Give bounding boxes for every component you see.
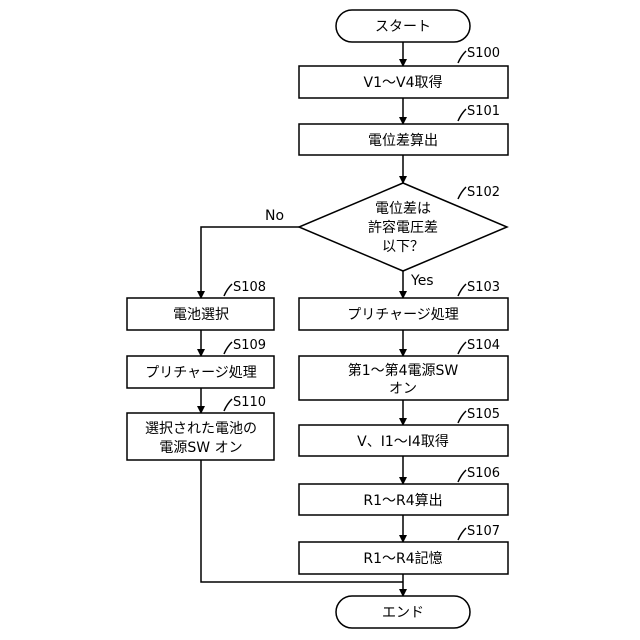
step-id-s103-text: S103 bbox=[467, 280, 500, 295]
step-s110: 選択された電池の 電源SW オン bbox=[127, 413, 274, 460]
decision-yes-label: Yes bbox=[410, 273, 434, 289]
step-id-s102-text: S102 bbox=[467, 185, 500, 200]
step-id-s103: S103 bbox=[458, 280, 500, 296]
end-terminal: エンド bbox=[336, 596, 470, 628]
step-id-s105: S105 bbox=[458, 407, 500, 423]
step-s105-label: V、I1～I4取得 bbox=[357, 433, 449, 450]
start-label: スタート bbox=[375, 19, 431, 35]
step-s107: R1～R4記憶 bbox=[299, 542, 508, 574]
step-s104: 第1～第4電源SW オン bbox=[299, 356, 508, 400]
step-s100: V1～V4取得 bbox=[299, 66, 508, 98]
step-id-s104: S104 bbox=[458, 338, 500, 354]
step-id-s107: S107 bbox=[458, 524, 500, 540]
step-id-s104-text: S104 bbox=[467, 338, 500, 353]
decision-no-label: No bbox=[265, 208, 284, 224]
step-id-s110: S110 bbox=[224, 395, 266, 411]
step-s110-line-1: 選択された電池の bbox=[145, 421, 257, 437]
step-id-s110-text: S110 bbox=[233, 395, 266, 410]
step-s100-label: V1～V4取得 bbox=[364, 74, 443, 91]
step-id-s106-text: S106 bbox=[467, 466, 500, 481]
step-id-s100: S100 bbox=[458, 46, 500, 63]
step-s105: V、I1～I4取得 bbox=[299, 425, 508, 456]
step-s106: R1～R4算出 bbox=[299, 484, 508, 515]
decision-line-3: 以下？ bbox=[382, 239, 424, 255]
step-id-s109-text: S109 bbox=[233, 338, 266, 353]
step-s110-line-2: 電源SW オン bbox=[159, 440, 242, 456]
step-s104-line-2: オン bbox=[389, 381, 417, 397]
step-s101-label: 電位差算出 bbox=[368, 133, 438, 149]
step-s103-label: プリチャージ処理 bbox=[347, 307, 459, 323]
step-s107-label: R1～R4記憶 bbox=[363, 550, 442, 567]
step-s109: プリチャージ処理 bbox=[127, 356, 274, 388]
decision-line-2: 許容電圧差 bbox=[368, 219, 438, 236]
step-id-s101-text: S101 bbox=[467, 104, 500, 119]
start-terminal: スタート bbox=[336, 10, 470, 42]
step-id-s100-text: S100 bbox=[467, 46, 500, 61]
step-s106-label: R1～R4算出 bbox=[363, 493, 442, 509]
step-id-s108: S108 bbox=[224, 280, 266, 296]
step-id-s102: S102 bbox=[458, 185, 500, 200]
step-s108-label: 電池選択 bbox=[173, 307, 229, 323]
step-s101: 電位差算出 bbox=[299, 124, 508, 155]
step-s104-line-1: 第1～第4電源SW bbox=[348, 362, 459, 379]
end-label: エンド bbox=[382, 605, 424, 621]
step-id-s105-text: S105 bbox=[467, 407, 500, 422]
step-id-s109: S109 bbox=[224, 338, 266, 354]
step-s109-label: プリチャージ処理 bbox=[145, 365, 257, 381]
step-id-s106: S106 bbox=[458, 466, 500, 482]
step-id-s108-text: S108 bbox=[233, 280, 266, 295]
step-id-s107-text: S107 bbox=[467, 524, 500, 539]
step-s103: プリチャージ処理 bbox=[299, 298, 508, 330]
step-id-s101: S101 bbox=[458, 104, 500, 121]
decision-line-1: 電位差は bbox=[375, 201, 431, 217]
step-s108: 電池選択 bbox=[127, 298, 274, 330]
